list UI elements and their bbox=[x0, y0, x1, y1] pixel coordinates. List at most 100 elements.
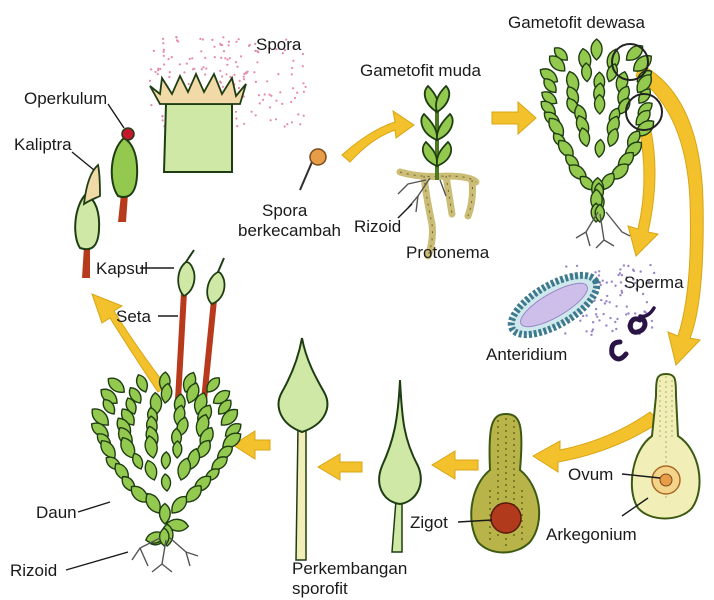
label-perkembangan-line1: Perkembangan bbox=[292, 559, 407, 578]
dot bbox=[153, 50, 155, 52]
dot bbox=[294, 97, 296, 99]
dot bbox=[188, 83, 190, 85]
dot bbox=[602, 313, 604, 315]
dot bbox=[163, 63, 165, 65]
archegonium-with-zygote bbox=[471, 414, 539, 553]
leaf bbox=[159, 504, 170, 524]
dot bbox=[592, 321, 594, 323]
dot bbox=[235, 117, 237, 119]
label-rizoid-bottom: Rizoid bbox=[10, 561, 57, 580]
dot bbox=[176, 39, 178, 41]
label-daun: Daun bbox=[36, 503, 77, 522]
dot bbox=[605, 324, 607, 326]
dot bbox=[598, 319, 600, 321]
dot bbox=[229, 57, 231, 59]
label-spora: Spora bbox=[256, 35, 302, 54]
dot bbox=[275, 118, 277, 120]
dot bbox=[651, 320, 653, 322]
dot bbox=[585, 330, 587, 332]
dot bbox=[604, 302, 606, 304]
leader-operkulum bbox=[108, 104, 124, 128]
dot bbox=[201, 68, 203, 70]
dot bbox=[219, 81, 221, 83]
dot bbox=[303, 115, 305, 117]
germinating-spore bbox=[300, 149, 326, 190]
dot bbox=[150, 68, 152, 70]
dot bbox=[600, 299, 602, 301]
dot bbox=[270, 119, 272, 121]
dot bbox=[302, 53, 304, 55]
dot bbox=[205, 67, 207, 69]
dot bbox=[193, 68, 195, 70]
sperm-cells bbox=[612, 308, 654, 359]
label-zigot: Zigot bbox=[410, 513, 448, 532]
dot bbox=[169, 71, 171, 73]
dot bbox=[226, 64, 228, 66]
label-seta: Seta bbox=[116, 307, 152, 326]
leaf bbox=[160, 528, 169, 546]
dot bbox=[297, 113, 299, 115]
dot bbox=[253, 71, 255, 73]
dot bbox=[579, 320, 581, 322]
dot bbox=[291, 73, 293, 75]
label-rizoid-top: Rizoid bbox=[354, 217, 401, 236]
dot bbox=[222, 36, 224, 38]
capsule-left bbox=[178, 262, 194, 296]
dot bbox=[633, 270, 635, 272]
dot bbox=[238, 87, 240, 89]
dot bbox=[296, 92, 298, 94]
dot bbox=[224, 57, 226, 59]
dot bbox=[269, 106, 271, 108]
dot bbox=[564, 332, 566, 334]
dot bbox=[204, 73, 206, 75]
arrow-young-to-mature-gametophyte bbox=[492, 102, 536, 134]
dot bbox=[240, 55, 242, 57]
dot bbox=[247, 71, 249, 73]
dot bbox=[264, 93, 266, 95]
leaf bbox=[161, 474, 172, 492]
leaf bbox=[594, 139, 605, 158]
dot bbox=[275, 100, 277, 102]
dot bbox=[299, 123, 301, 125]
dot bbox=[582, 315, 584, 317]
dot bbox=[258, 94, 260, 96]
dot bbox=[199, 38, 201, 40]
dot bbox=[223, 50, 225, 52]
dot bbox=[606, 281, 608, 283]
dot bbox=[163, 49, 165, 51]
dot bbox=[162, 119, 164, 121]
dot bbox=[609, 301, 611, 303]
dot bbox=[183, 71, 185, 73]
dot bbox=[202, 38, 204, 40]
dot bbox=[255, 81, 257, 83]
label-anteridium: Anteridium bbox=[486, 345, 567, 364]
dot bbox=[620, 281, 622, 283]
mature-gametophyte-leaves bbox=[537, 39, 657, 222]
dot bbox=[189, 58, 191, 60]
dot bbox=[162, 38, 164, 40]
dot bbox=[605, 300, 607, 302]
dot bbox=[284, 125, 286, 127]
moss-with-sporophytes bbox=[88, 250, 244, 572]
dot bbox=[149, 80, 151, 82]
open-capsule-releasing-spores bbox=[149, 36, 307, 172]
dot bbox=[291, 121, 293, 123]
dot bbox=[590, 334, 592, 336]
dot bbox=[643, 310, 645, 312]
dot bbox=[204, 57, 206, 59]
leader-daun bbox=[78, 502, 110, 512]
ovum-nucleus bbox=[660, 474, 672, 486]
leader-rizoid-top bbox=[398, 204, 412, 218]
dot bbox=[227, 59, 229, 61]
dot bbox=[291, 67, 293, 69]
label-arkegonium: Arkegonium bbox=[546, 525, 637, 544]
dot bbox=[270, 95, 272, 97]
dot bbox=[157, 73, 159, 75]
dot bbox=[221, 75, 223, 77]
dot bbox=[259, 102, 261, 104]
dot bbox=[168, 76, 170, 78]
dot bbox=[235, 41, 237, 43]
dot bbox=[222, 86, 224, 88]
sperm-cell-3 bbox=[640, 308, 654, 316]
dot bbox=[292, 87, 294, 89]
